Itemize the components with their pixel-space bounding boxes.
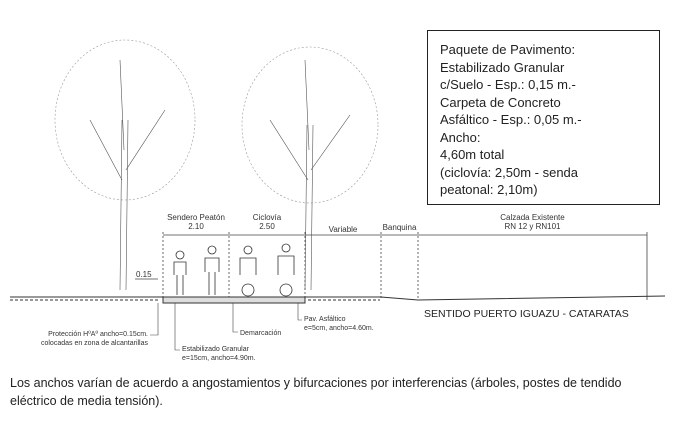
- info-line: Paquete de Pavimento:: [440, 42, 576, 57]
- info-line: Asfáltico - Esp.: 0,05 m.-: [440, 112, 582, 127]
- dimension-line: [135, 232, 648, 300]
- info-line: c/Suelo - Esp.: 0,15 m.-: [440, 77, 576, 92]
- info-line: Estabilizado Granular: [440, 59, 565, 75]
- info-line: Ancho:: [440, 129, 481, 145]
- tree-left: [54, 39, 196, 291]
- proteccion-annotation: Protección HºAº ancho=0.15cm.colocadas e…: [40, 331, 148, 347]
- tree-right: [241, 46, 379, 291]
- info-line: Carpeta de Concreto: [440, 94, 561, 110]
- ground: [10, 295, 666, 304]
- variable-label: Variable: [328, 225, 358, 234]
- footnote: Los anchos varían de acuerdo a angostami…: [10, 376, 622, 408]
- info-line: peatonal: 2,10m): [440, 182, 538, 197]
- info-line: 4,60m total: [440, 147, 505, 162]
- demarcacion-annotation: Demarcación: [240, 330, 282, 337]
- banquina-label: Banquina: [382, 223, 417, 232]
- pavement-info-box: Paquete de Pavimento: Estabilizado Granu…: [427, 30, 660, 205]
- info-line: (ciclovía: 2,50m - senda: [440, 164, 579, 180]
- small-dimension: 0.15: [136, 270, 152, 279]
- direction-label: SENTIDO PUERTO IGUAZU - CATARATAS: [424, 308, 629, 320]
- leader-lines: [150, 303, 302, 351]
- people: [173, 243, 295, 297]
